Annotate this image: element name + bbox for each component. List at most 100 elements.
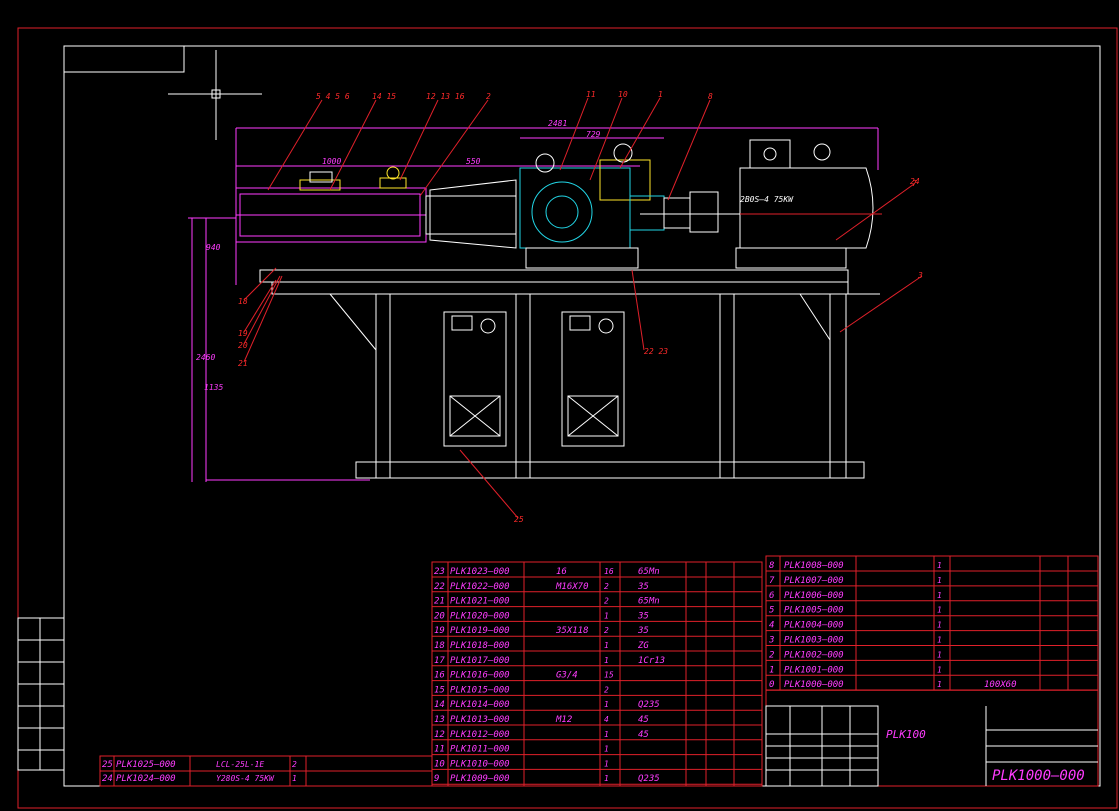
bom-item-qty: 1 — [604, 730, 609, 739]
drawing-name-text: PLK100 — [886, 728, 926, 741]
bom-item-material: ZG — [637, 641, 649, 651]
outer-frame — [17, 27, 1118, 809]
bom-item-code: PLK1022—000 — [450, 582, 510, 592]
bom-item-qty: 1 — [604, 656, 609, 665]
bom-item-no: 22 — [434, 582, 445, 592]
bom-item-no: 14 — [434, 700, 445, 710]
bom-item-no: 19 — [434, 626, 445, 636]
bom-item-spec: Y280S-4 75KW — [216, 774, 275, 783]
dimension-label: 1135 — [204, 383, 223, 392]
bom-item-material: 35 — [637, 611, 649, 621]
bom-item-code: PLK1019—000 — [450, 626, 510, 636]
bom-item-no: 7 — [769, 576, 775, 586]
bom-item-no: 6 — [769, 591, 774, 601]
bom-item-qty: 15 — [604, 671, 614, 680]
bom-item-material: 65Mn — [638, 567, 660, 577]
bom-item-code: PLK1009—000 — [450, 774, 510, 784]
bom-item-spec: 35X118 — [555, 626, 589, 636]
bom-item-no: 17 — [434, 656, 445, 666]
dimension-label: 2460 — [196, 353, 215, 362]
bom-item-no: 23 — [434, 567, 445, 577]
bom-item-qty: 1 — [292, 774, 297, 783]
bom-item-qty: 1 — [937, 606, 942, 615]
bom-item-spec: M16X70 — [555, 582, 589, 592]
bom-item-material: Q235 — [638, 700, 660, 710]
dimension-label: 729 — [586, 130, 601, 139]
title-block — [765, 689, 1099, 787]
bom-item-qty: 2 — [604, 685, 609, 694]
bom-item-no: 9 — [434, 774, 439, 784]
dimension-lines — [188, 127, 879, 482]
bom-item-code: PLK1003—000 — [784, 636, 844, 646]
bom-item-qty: 1 — [937, 665, 942, 674]
bom-item-code: PLK1018—000 — [450, 641, 510, 651]
callout-label: 21 — [238, 359, 248, 368]
bom-item-no: 20 — [434, 611, 445, 621]
coupling — [640, 191, 740, 233]
revision-block — [17, 617, 65, 771]
bom-item-material: 35 — [637, 626, 649, 636]
callout-label: 19 — [238, 329, 248, 338]
base-frame — [259, 269, 880, 479]
bom-item-material: 45 — [638, 715, 649, 725]
bom-item-qty: 4 — [604, 715, 609, 724]
dimension-label: 1000 — [322, 157, 341, 166]
bom-item-material: Q235 — [638, 774, 660, 784]
bom-item-qty: 16 — [604, 567, 614, 576]
motor — [735, 139, 882, 269]
bom-item-no: 2 — [769, 650, 774, 660]
callout-label: 18 — [238, 297, 248, 306]
bom-item-no: 25 — [102, 760, 113, 770]
bom-item-code: PLK1002—000 — [784, 650, 844, 660]
bom-item-spec: 16 — [556, 567, 567, 577]
bom-item-code: PLK1001—000 — [784, 665, 844, 675]
bom-item-code: PLK1008—000 — [784, 561, 844, 571]
drawing-number-text: PLK1000—000 — [992, 768, 1085, 784]
callout-label: 2 — [486, 92, 491, 101]
bom-item-no: 0 — [769, 680, 774, 690]
callout-label: 7 — [912, 179, 917, 188]
extruder-barrel — [235, 166, 517, 249]
bom-item-qty: 2 — [604, 582, 609, 591]
callout-label: 20 — [238, 341, 248, 350]
bom-item-no: 8 — [769, 561, 774, 571]
bom-item-spec: 100X60 — [984, 680, 1017, 690]
callout-label: 12 13 16 — [426, 92, 465, 101]
callout-label: 22 23 — [644, 347, 668, 356]
callout-label: 8 — [708, 92, 713, 101]
origin-crosshair — [168, 50, 262, 140]
bom-item-qty: 1 — [937, 636, 942, 645]
bom-item-qty: 1 — [604, 700, 609, 709]
bom-item-no: 5 — [769, 606, 774, 616]
bom-item-no: 4 — [769, 621, 774, 631]
bom-item-code: PLK1016—000 — [450, 671, 510, 681]
bom-row: 9 PLK1009—000 1 Q235 — [432, 774, 762, 785]
bom-item-material: 65Mn — [638, 597, 660, 607]
bom-item-qty: 1 — [937, 621, 942, 630]
control-cabinet-right — [561, 311, 625, 447]
bom-item-qty: 1 — [937, 576, 942, 585]
bom-item-qty: 1 — [604, 774, 609, 783]
bom-item-code: PLK1010—000 — [450, 759, 510, 769]
bom-item-no: 10 — [434, 759, 445, 769]
bom-item-code: PLK1021—000 — [450, 597, 510, 607]
